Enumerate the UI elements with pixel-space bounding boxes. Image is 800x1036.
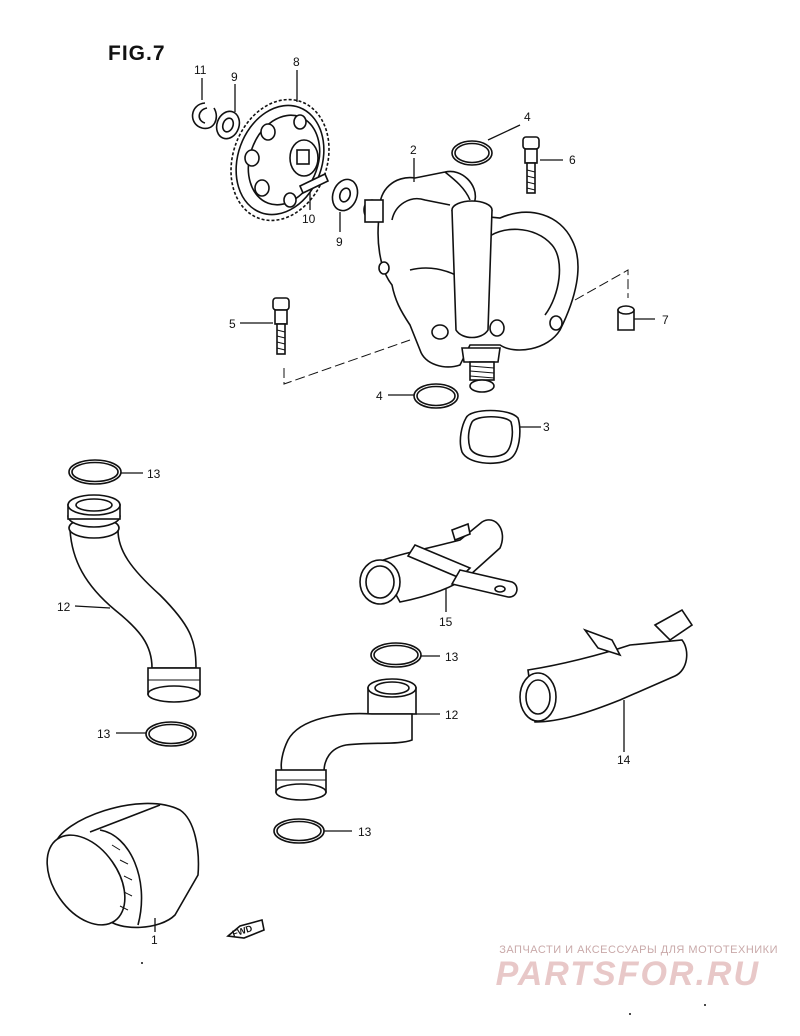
gear-part-8 [230,98,330,222]
callout-7: 7 [662,313,669,327]
circlip-part-11 [191,102,218,130]
dowel-part-7 [617,305,635,331]
leader-lines [74,70,655,932]
callout-2: 2 [410,143,417,157]
callout-13-mid-bottom: 13 [358,825,372,839]
oil-filter-part-1 [46,802,200,929]
callout-labels: 11 9 8 4 2 6 10 9 5 7 4 3 13 12 15 13 13… [57,55,669,947]
callout-14: 14 [617,753,631,767]
o-ring-part-4-lower [413,383,459,409]
callout-13-mid-top: 13 [445,650,459,664]
callout-9-upper: 9 [231,70,238,84]
callout-11: 11 [194,63,207,77]
washer-part-9-upper [215,110,241,140]
scan-specks [141,962,706,1015]
callout-12-left: 12 [57,600,71,614]
oil-pipe-part-15 [359,519,518,605]
callout-13-top-left: 13 [147,467,161,481]
watermark-tagline: ЗАПЧАСТИ И АКСЕССУАРЫ ДЛЯ МОТОТЕХНИКИ [499,944,778,956]
oil-pump-body-part-2 [363,170,579,393]
o-ring-part-4-upper [451,140,493,166]
callout-4-upper: 4 [524,110,531,124]
callout-8: 8 [293,55,300,69]
callout-12-middle: 12 [445,708,459,722]
callout-10: 10 [302,212,316,226]
callout-3: 3 [543,420,550,434]
pin-part-10 [298,172,330,210]
forward-arrow-icon [226,919,265,939]
washer-part-9-lower [331,178,359,212]
figure-title: FIG.7 [108,42,166,65]
bolt-part-5 [272,297,290,355]
oil-pipe-part-12-left [67,494,201,703]
o-ring-part-13-bottom-left [145,721,197,747]
callout-9-lower: 9 [336,235,343,249]
callout-6: 6 [569,153,576,167]
callout-1: 1 [151,933,158,947]
o-ring-part-13-top-left [68,459,122,485]
assembly-guide-lines [283,269,629,385]
o-ring-part-13-mid-bottom [273,818,325,844]
oil-pipe-part-14 [519,608,694,723]
callout-4-lower: 4 [376,389,383,403]
watermark-logo: PARTSFOR.RU [495,955,760,993]
o-ring-part-13-mid-top [370,642,422,668]
gasket-part-3 [459,409,521,465]
callout-5: 5 [229,317,236,331]
bolt-part-6 [522,136,540,194]
callout-13-bottom-left: 13 [97,727,111,741]
callout-15: 15 [439,615,453,629]
oil-pipe-part-12-middle [275,678,417,801]
